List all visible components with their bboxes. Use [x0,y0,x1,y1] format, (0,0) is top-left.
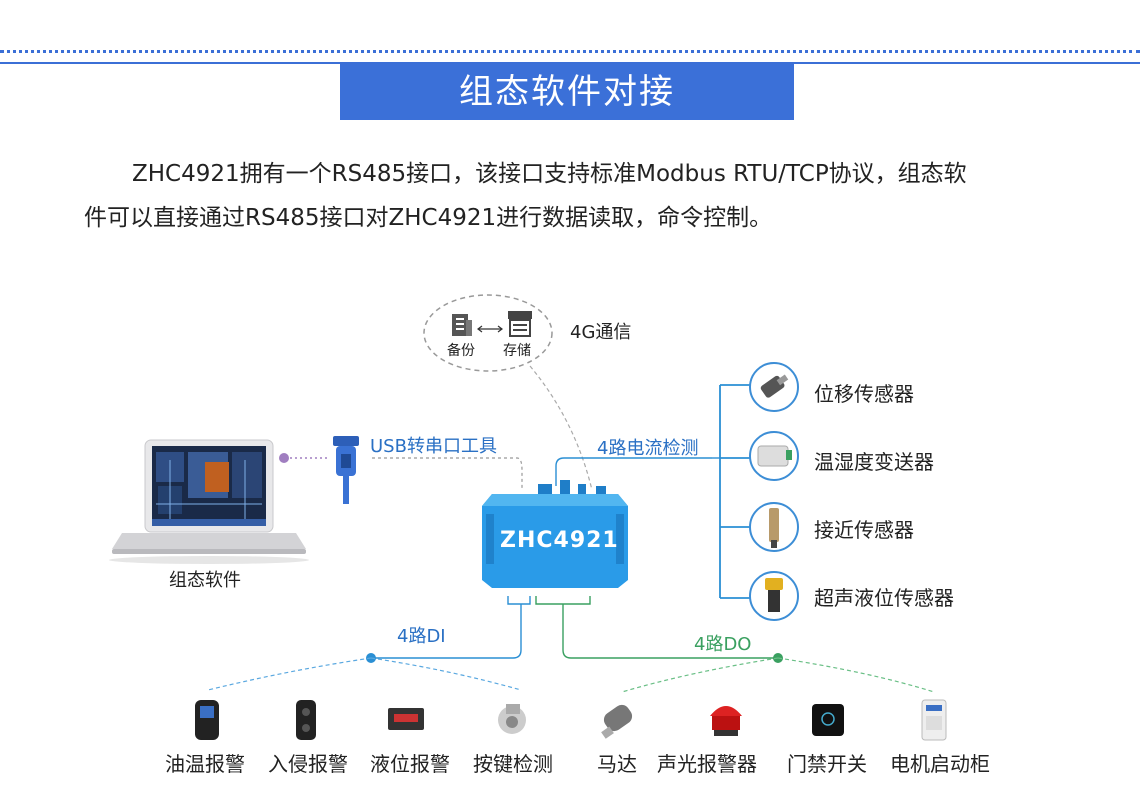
do-item-motor: 马达 [597,752,637,776]
level-alarm-icon [388,708,424,730]
backup-icon [452,314,472,336]
sound-light-alarm-icon [710,706,742,736]
do-label: 4路DO [694,634,752,655]
di-item-oil-temp: 油温报警 [165,752,245,776]
di-link-line [372,604,522,659]
di-label: 4路DI [397,626,446,647]
comm-label: 4G通信 [570,322,632,343]
double-arrow-icon [477,325,503,333]
intro-paragraph: ZHC4921拥有一个RS485接口，该接口支持标准Modbus RTU/TCP… [84,152,1059,240]
section-title: 组态软件对接 [340,64,794,120]
ultrasonic-level-sensor-icon [749,571,799,621]
sensor-label-displacement: 位移传感器 [814,382,914,406]
di-item-intrusion: 入侵报警 [268,752,348,776]
do-item-cabinet: 电机启动柜 [890,752,990,776]
access-control-switch-icon [812,704,844,736]
storage-label: 存储 [503,343,531,359]
usb-link-right [372,457,523,488]
intro-line-2: 件可以直接通过RS485接口对ZHC4921进行数据读取，命令控制。 [84,205,773,231]
displacement-sensor-icon [749,362,799,412]
cloud-link-line [529,365,593,491]
di-item-key: 按键检测 [473,752,553,776]
usb-tool-label: USB转串口工具 [370,436,497,457]
di-item-level: 液位报警 [370,752,450,776]
motor-starter-cabinet-icon [921,699,947,741]
zhc4921-device-icon [482,480,628,588]
laptop-label: 组态软件 [169,570,241,591]
serial-cable-icon [333,436,359,504]
sensor-label-proximity: 接近传感器 [814,518,914,542]
cloud-outline [423,294,553,372]
intro-line-1: ZHC4921拥有一个RS485接口，该接口支持标准Modbus RTU/TCP… [132,161,967,187]
usb-link-dot [279,453,289,463]
storage-icon [508,311,532,337]
laptop-icon [109,439,309,564]
backup-label: 备份 [447,343,475,359]
motor-icon [601,704,633,739]
do-item-access: 门禁开关 [787,752,867,776]
current-detect-label: 4路电流检测 [597,438,699,459]
intrusion-alarm-icon [296,700,316,740]
sensor-label-ultrasonic: 超声液位传感器 [814,586,954,610]
current-link-line [555,457,712,486]
oil-temp-alarm-icon [195,700,219,740]
key-detection-icon [498,704,526,734]
sensor-label-temp-humidity: 温湿度变送器 [814,450,934,474]
proximity-sensor-icon [749,502,799,552]
top-dotted-rule [0,50,1140,53]
do-item-sound-light: 声光报警器 [657,752,757,776]
top-solid-rule [0,62,1140,64]
device-name: ZHC4921 [500,528,619,553]
do-link-line [562,604,778,659]
temp-humidity-transmitter-icon [749,431,799,481]
